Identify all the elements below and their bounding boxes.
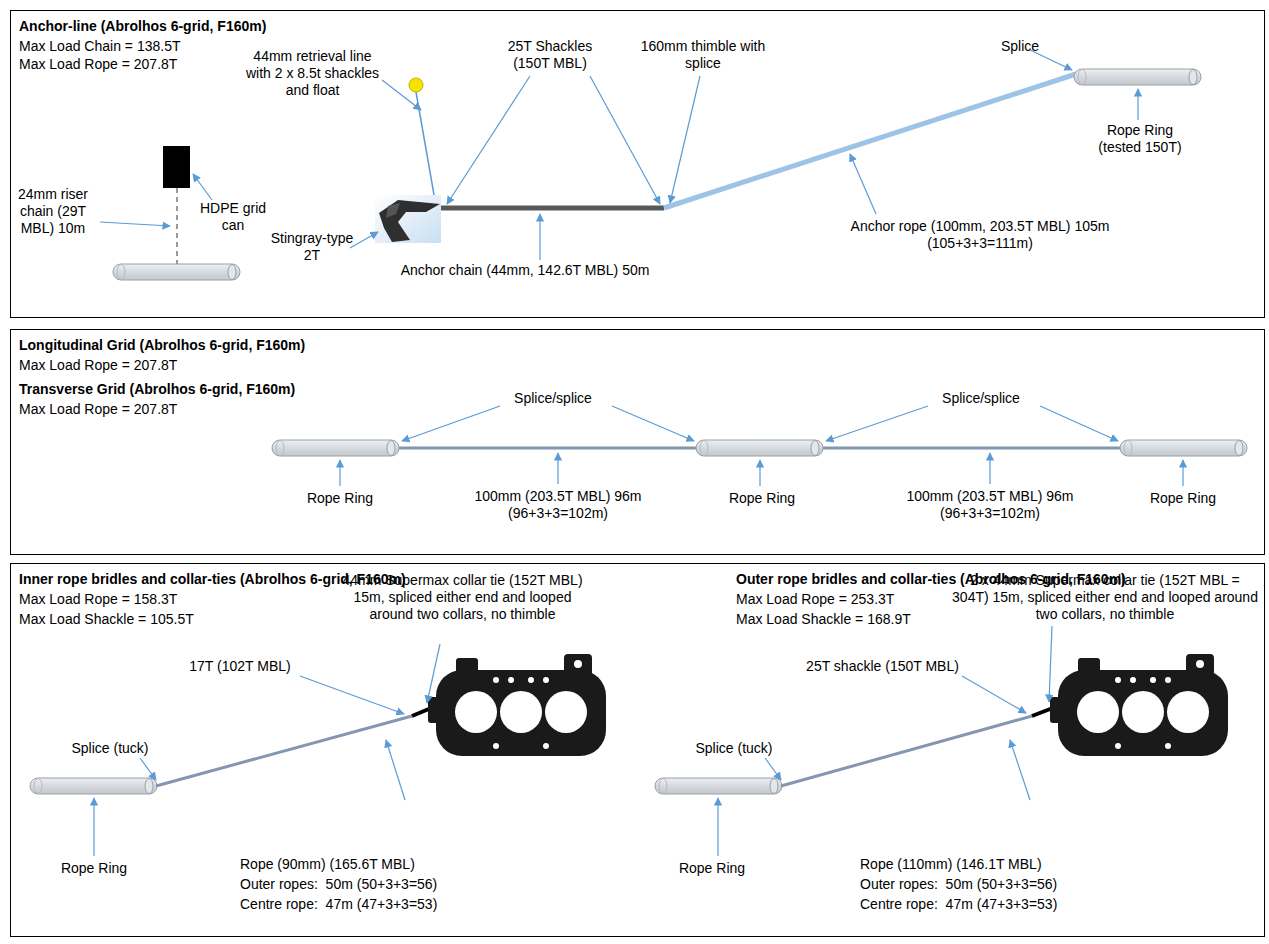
- leader-line: [557, 453, 558, 484]
- load-note: Max Load Rope = 253.3T: [736, 590, 894, 608]
- callout-label: Stingray-type 2T: [270, 230, 354, 264]
- callout-label: 2 x 44mm Supermax collar tie (152T MBL =…: [950, 572, 1260, 623]
- load-note: Max Load Shackle = 168.9T: [736, 610, 911, 628]
- leader-line: [93, 798, 94, 856]
- callout-label: Rope (110mm) (146.1T MBL): [860, 856, 1120, 873]
- leader-line: [717, 798, 718, 856]
- callout-label: Rope Ring: [712, 490, 812, 507]
- callout-label: Anchor chain (44mm, 142.6T MBL) 50m: [400, 262, 650, 279]
- callout-label: Splice (tuck): [60, 740, 160, 757]
- bridle-drawing: [30, 654, 1228, 794]
- leader-line: [759, 460, 760, 486]
- leader-line: [1137, 89, 1138, 120]
- callout-label: Splice/splice: [916, 390, 1046, 407]
- leader-line: [402, 406, 500, 441]
- callout-label: Rope Ring: [1133, 490, 1233, 507]
- leader-line: [1040, 406, 1118, 441]
- leader-line: [765, 758, 781, 780]
- callout-label: Centre rope: 47m (47+3+3=53): [860, 896, 1120, 913]
- callout-label: Outer ropes: 50m (50+3+3=56): [860, 876, 1120, 893]
- leader-line: [100, 222, 170, 226]
- panel-heading: Longitudinal Grid (Abrolhos 6-grid, F160…: [19, 336, 305, 354]
- load-note: Max Load Shackle = 105.5T: [19, 610, 194, 628]
- callout-label: Splice: [990, 38, 1050, 55]
- leader-line: [826, 406, 928, 441]
- load-note: Max Load Rope = 207.8T: [19, 55, 177, 73]
- leader-line: [447, 76, 530, 204]
- load-note: Max Load Rope = 207.8T: [19, 400, 177, 418]
- leader-line: [590, 76, 660, 204]
- leader-line: [612, 406, 694, 441]
- callout-label: Rope Ring (tested 150T): [1085, 122, 1195, 156]
- leader-line: [350, 232, 378, 248]
- callout-label: 100mm (203.5T MBL) 96m (96+3+3=102m): [468, 488, 648, 522]
- callout-label: Splice (tuck): [684, 740, 784, 757]
- callout-label: Outer ropes: 50m (50+3+3=56): [240, 876, 500, 893]
- load-note: Max Load Chain = 138.5T: [19, 37, 181, 55]
- leader-line: [382, 80, 421, 110]
- load-note: Max Load Rope = 207.8T: [19, 356, 177, 374]
- callout-label: 100mm (203.5T MBL) 96m (96+3+3=102m): [900, 488, 1080, 522]
- grid-line-drawing: [272, 440, 1247, 456]
- callout-label: 25T shackle (150T MBL): [800, 658, 965, 675]
- callout-label: 25T Shackles (150T MBL): [488, 38, 612, 72]
- callout-label: 160mm thimble with splice: [628, 38, 778, 72]
- panel-heading: Anchor-line (Abrolhos 6-grid, F160m): [19, 17, 266, 35]
- callout-label: Rope Ring: [290, 490, 390, 507]
- callout-label: Anchor rope (100mm, 203.5T MBL) 105m (10…: [830, 218, 1130, 252]
- leader-line: [850, 154, 876, 214]
- leader-line: [300, 676, 404, 714]
- leader-line: [539, 214, 540, 260]
- callout-label: 17T (102T MBL): [175, 658, 305, 675]
- leader-line: [989, 453, 990, 484]
- leader-line: [339, 460, 340, 486]
- leader-line: [386, 740, 405, 800]
- leader-line: [427, 644, 440, 703]
- leader-lines: [94, 50, 1183, 856]
- callout-label: 24mm riser chain (29T MBL) 10m: [12, 186, 94, 237]
- callout-label: Rope Ring: [662, 860, 762, 877]
- leader-line: [670, 76, 700, 203]
- callout-label: 44mm retrieval line with 2 x 8.5t shackl…: [240, 48, 385, 99]
- callout-label: HDPE grid can: [196, 200, 270, 234]
- panel-box: Longitudinal Grid (Abrolhos 6-grid, F160…: [10, 329, 1265, 555]
- callout-label: Rope Ring: [44, 860, 144, 877]
- load-note: Max Load Rope = 158.3T: [19, 590, 177, 608]
- anchor-line-drawing: [113, 69, 1201, 280]
- callout-label: 44mm Supermax collar tie (152T MBL) 15m,…: [330, 572, 595, 623]
- callout-label: Rope (90mm) (165.6T MBL): [240, 856, 500, 873]
- leader-line: [193, 174, 212, 200]
- panel-heading: Transverse Grid (Abrolhos 6-grid, F160m): [19, 380, 295, 398]
- callout-label: Splice/splice: [488, 390, 618, 407]
- leader-line: [962, 676, 1026, 713]
- leader-line: [1010, 740, 1030, 800]
- leader-line: [140, 758, 156, 780]
- leader-line: [1049, 626, 1052, 702]
- callout-label: Centre rope: 47m (47+3+3=53): [240, 896, 500, 913]
- leader-line: [1182, 460, 1183, 486]
